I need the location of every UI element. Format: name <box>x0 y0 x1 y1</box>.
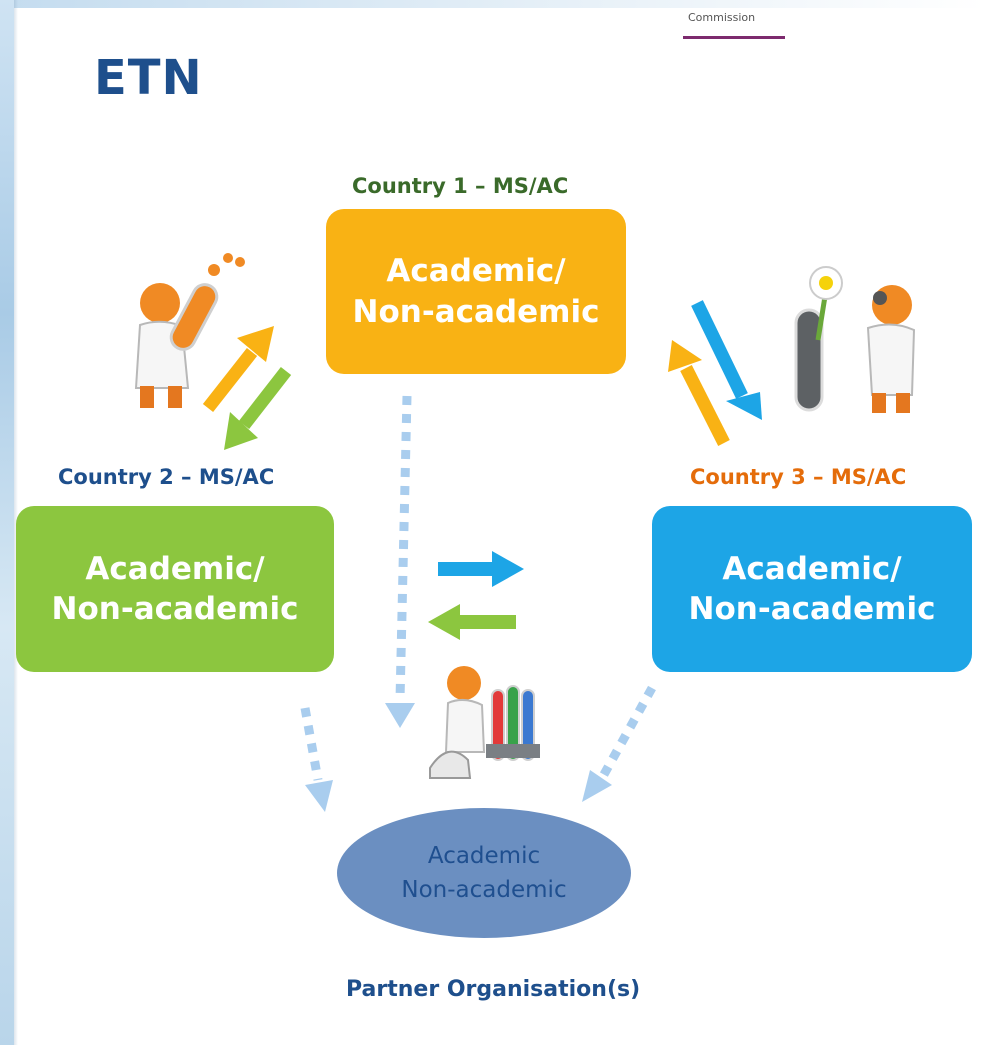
arrow-country1-to-country3 <box>691 300 762 420</box>
node-country-1-line1: Academic/ <box>386 253 566 290</box>
node-country-2-line1: Academic/ <box>85 550 265 587</box>
commission-underline <box>683 36 785 39</box>
commission-label: Commission <box>688 11 756 24</box>
dotted-arrow-country3-partner <box>582 685 656 802</box>
node-country-1-line2: Non-academic <box>352 293 600 330</box>
arrow-country3-to-country2 <box>428 604 516 640</box>
arrow-country2-to-country1 <box>202 326 274 413</box>
dotted-arrow-country2-partner <box>300 707 333 812</box>
node-country-3-line1: Academic/ <box>722 550 902 587</box>
node-country-3: Academic/ Non-academic <box>652 506 972 672</box>
partner-line1: Academic <box>427 842 541 869</box>
country-3-label: Country 3 – MS/AC <box>690 465 907 489</box>
page-title: ETN <box>94 50 203 106</box>
arrow-country3-to-country1 <box>668 340 730 446</box>
country-1-label: Country 1 – MS/AC <box>352 174 569 198</box>
node-country-3-line2: Non-academic <box>688 591 936 627</box>
node-country-2-line2: Non-academic <box>51 591 299 627</box>
scientist-test-tube-icon <box>134 253 245 408</box>
arrow-country1-to-country2 <box>224 367 292 450</box>
frame-left <box>0 0 14 1045</box>
dotted-arrow-country1-partner <box>385 395 415 728</box>
scientist-microscope-icon <box>429 666 540 779</box>
node-country-1: Academic/ Non-academic <box>326 209 626 374</box>
partner-organisation-node: Academic Non-academic <box>337 808 631 938</box>
node-country-2: Academic/ Non-academic <box>16 506 334 672</box>
arrow-country2-to-country3 <box>438 551 524 587</box>
country-2-label: Country 2 – MS/AC <box>58 465 275 489</box>
frame-top <box>0 0 985 8</box>
scientist-flower-icon <box>794 266 916 413</box>
partner-caption: Partner Organisation(s) <box>346 977 641 1002</box>
partner-line2: Non-academic <box>401 877 567 903</box>
